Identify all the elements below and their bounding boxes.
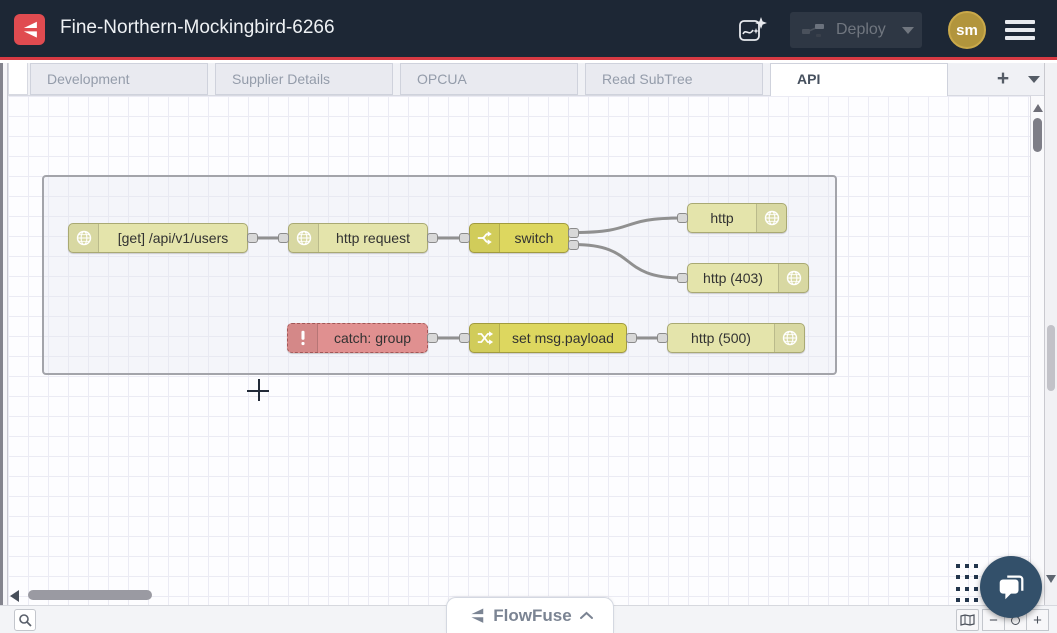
node-label: http (403): [688, 264, 778, 292]
flow-sparkle-icon: [737, 15, 767, 45]
avatar-initials: sm: [956, 22, 978, 39]
output-port[interactable]: [568, 240, 579, 250]
flowfuse-drawer-toggle[interactable]: FlowFuse: [446, 597, 614, 633]
output-port[interactable]: [427, 233, 438, 243]
flow-list-caret-icon[interactable]: [1028, 76, 1040, 83]
input-port[interactable]: [657, 333, 668, 343]
header-bar: Fine-Northern-Mockingbird-6266 Deploy sm: [0, 0, 1057, 60]
tab-development[interactable]: Development: [30, 63, 208, 95]
minimap-icon: [960, 614, 975, 626]
scroll-left-arrow-icon[interactable]: [10, 590, 19, 602]
zoom-in-button[interactable]: +: [1026, 609, 1049, 631]
sidebar-scroll-thumb[interactable]: [1047, 325, 1055, 391]
node-label: catch: group: [318, 324, 427, 352]
fork-icon: [470, 224, 500, 252]
input-port[interactable]: [677, 273, 688, 283]
chat-launcher-button[interactable]: [980, 556, 1042, 618]
tab-scroll-spacer: [8, 63, 28, 95]
instance-title: Fine-Northern-Mockingbird-6266: [60, 17, 335, 39]
node-change[interactable]: set msg.payload: [469, 323, 627, 353]
output-port[interactable]: [568, 228, 579, 238]
shuffle-icon: [470, 324, 500, 352]
input-port[interactable]: [459, 233, 470, 243]
hamburger-icon: [1005, 20, 1035, 24]
node-label: switch: [500, 224, 568, 252]
node-http-resp[interactable]: http: [687, 203, 787, 233]
node-label: http (500): [668, 324, 774, 352]
tab-api[interactable]: API: [770, 63, 948, 97]
node-label: [get] /api/v1/users: [99, 224, 247, 252]
tab-supplier-details[interactable]: Supplier Details: [215, 63, 393, 95]
add-flow-button[interactable]: +: [990, 66, 1016, 92]
vertical-scroll-thumb[interactable]: [1033, 118, 1042, 152]
chat-bubble-icon: [995, 571, 1027, 603]
minimap-button[interactable]: [956, 609, 979, 631]
flowfuse-mark-gray-icon: [467, 606, 487, 626]
globe-icon: [778, 264, 808, 292]
deploy-caret-icon[interactable]: [902, 27, 914, 34]
search-flows-button[interactable]: [14, 609, 36, 631]
input-port[interactable]: [677, 213, 688, 223]
node-http-request[interactable]: http request: [288, 223, 428, 253]
node-label: http: [688, 204, 756, 232]
deploy-button-label: Deploy: [836, 21, 886, 39]
input-port[interactable]: [459, 333, 470, 343]
flow-assistant-button[interactable]: [736, 14, 768, 46]
sidebar-scrollbar[interactable]: [1044, 63, 1057, 605]
output-port[interactable]: [427, 333, 438, 343]
palette-splitter[interactable]: [0, 63, 8, 605]
output-port[interactable]: [626, 333, 637, 343]
tab-strip: DevelopmentSupplier DetailsOPCUARead Sub…: [30, 63, 948, 96]
scroll-down-arrow-icon[interactable]: [1046, 575, 1056, 583]
globe-icon: [289, 224, 319, 252]
node-http-in[interactable]: [get] /api/v1/users: [68, 223, 248, 253]
chevron-up-icon: [580, 611, 593, 620]
node-http-resp-500[interactable]: http (500): [667, 323, 805, 353]
globe-icon: [774, 324, 804, 352]
flowfuse-brand-label: FlowFuse: [493, 606, 571, 626]
globe-icon: [756, 204, 786, 232]
globe-icon: [69, 224, 99, 252]
canvas-vertical-scrollbar[interactable]: [1030, 96, 1044, 605]
user-avatar[interactable]: sm: [948, 11, 986, 49]
scroll-up-arrow-icon[interactable]: [1033, 104, 1043, 112]
widget-drag-handle[interactable]: [956, 564, 978, 604]
flowfuse-mark-icon: [19, 19, 41, 41]
node-label: http request: [319, 224, 427, 252]
tab-opcua[interactable]: OPCUA: [400, 63, 578, 95]
deploy-nodes-icon: [802, 22, 826, 38]
node-http-resp-403[interactable]: http (403): [687, 263, 809, 293]
horizontal-scroll-thumb[interactable]: [28, 590, 152, 600]
tab-read-subtree[interactable]: Read SubTree: [585, 63, 763, 95]
node-switch[interactable]: switch: [469, 223, 569, 253]
deploy-button[interactable]: Deploy: [790, 12, 922, 48]
input-port[interactable]: [278, 233, 289, 243]
flowfuse-logo-icon[interactable]: [14, 14, 45, 45]
output-port[interactable]: [247, 233, 258, 243]
flow-canvas[interactable]: [get] /api/v1/users http request switch htt…: [8, 96, 1030, 605]
main-menu-button[interactable]: [1005, 20, 1035, 42]
node-label: set msg.payload: [500, 324, 626, 352]
exclamation-icon: [288, 324, 318, 352]
search-icon: [18, 613, 32, 627]
workspace-tabbar: DevelopmentSupplier DetailsOPCUARead Sub…: [0, 63, 1057, 96]
node-catch-group[interactable]: catch: group: [287, 323, 428, 353]
